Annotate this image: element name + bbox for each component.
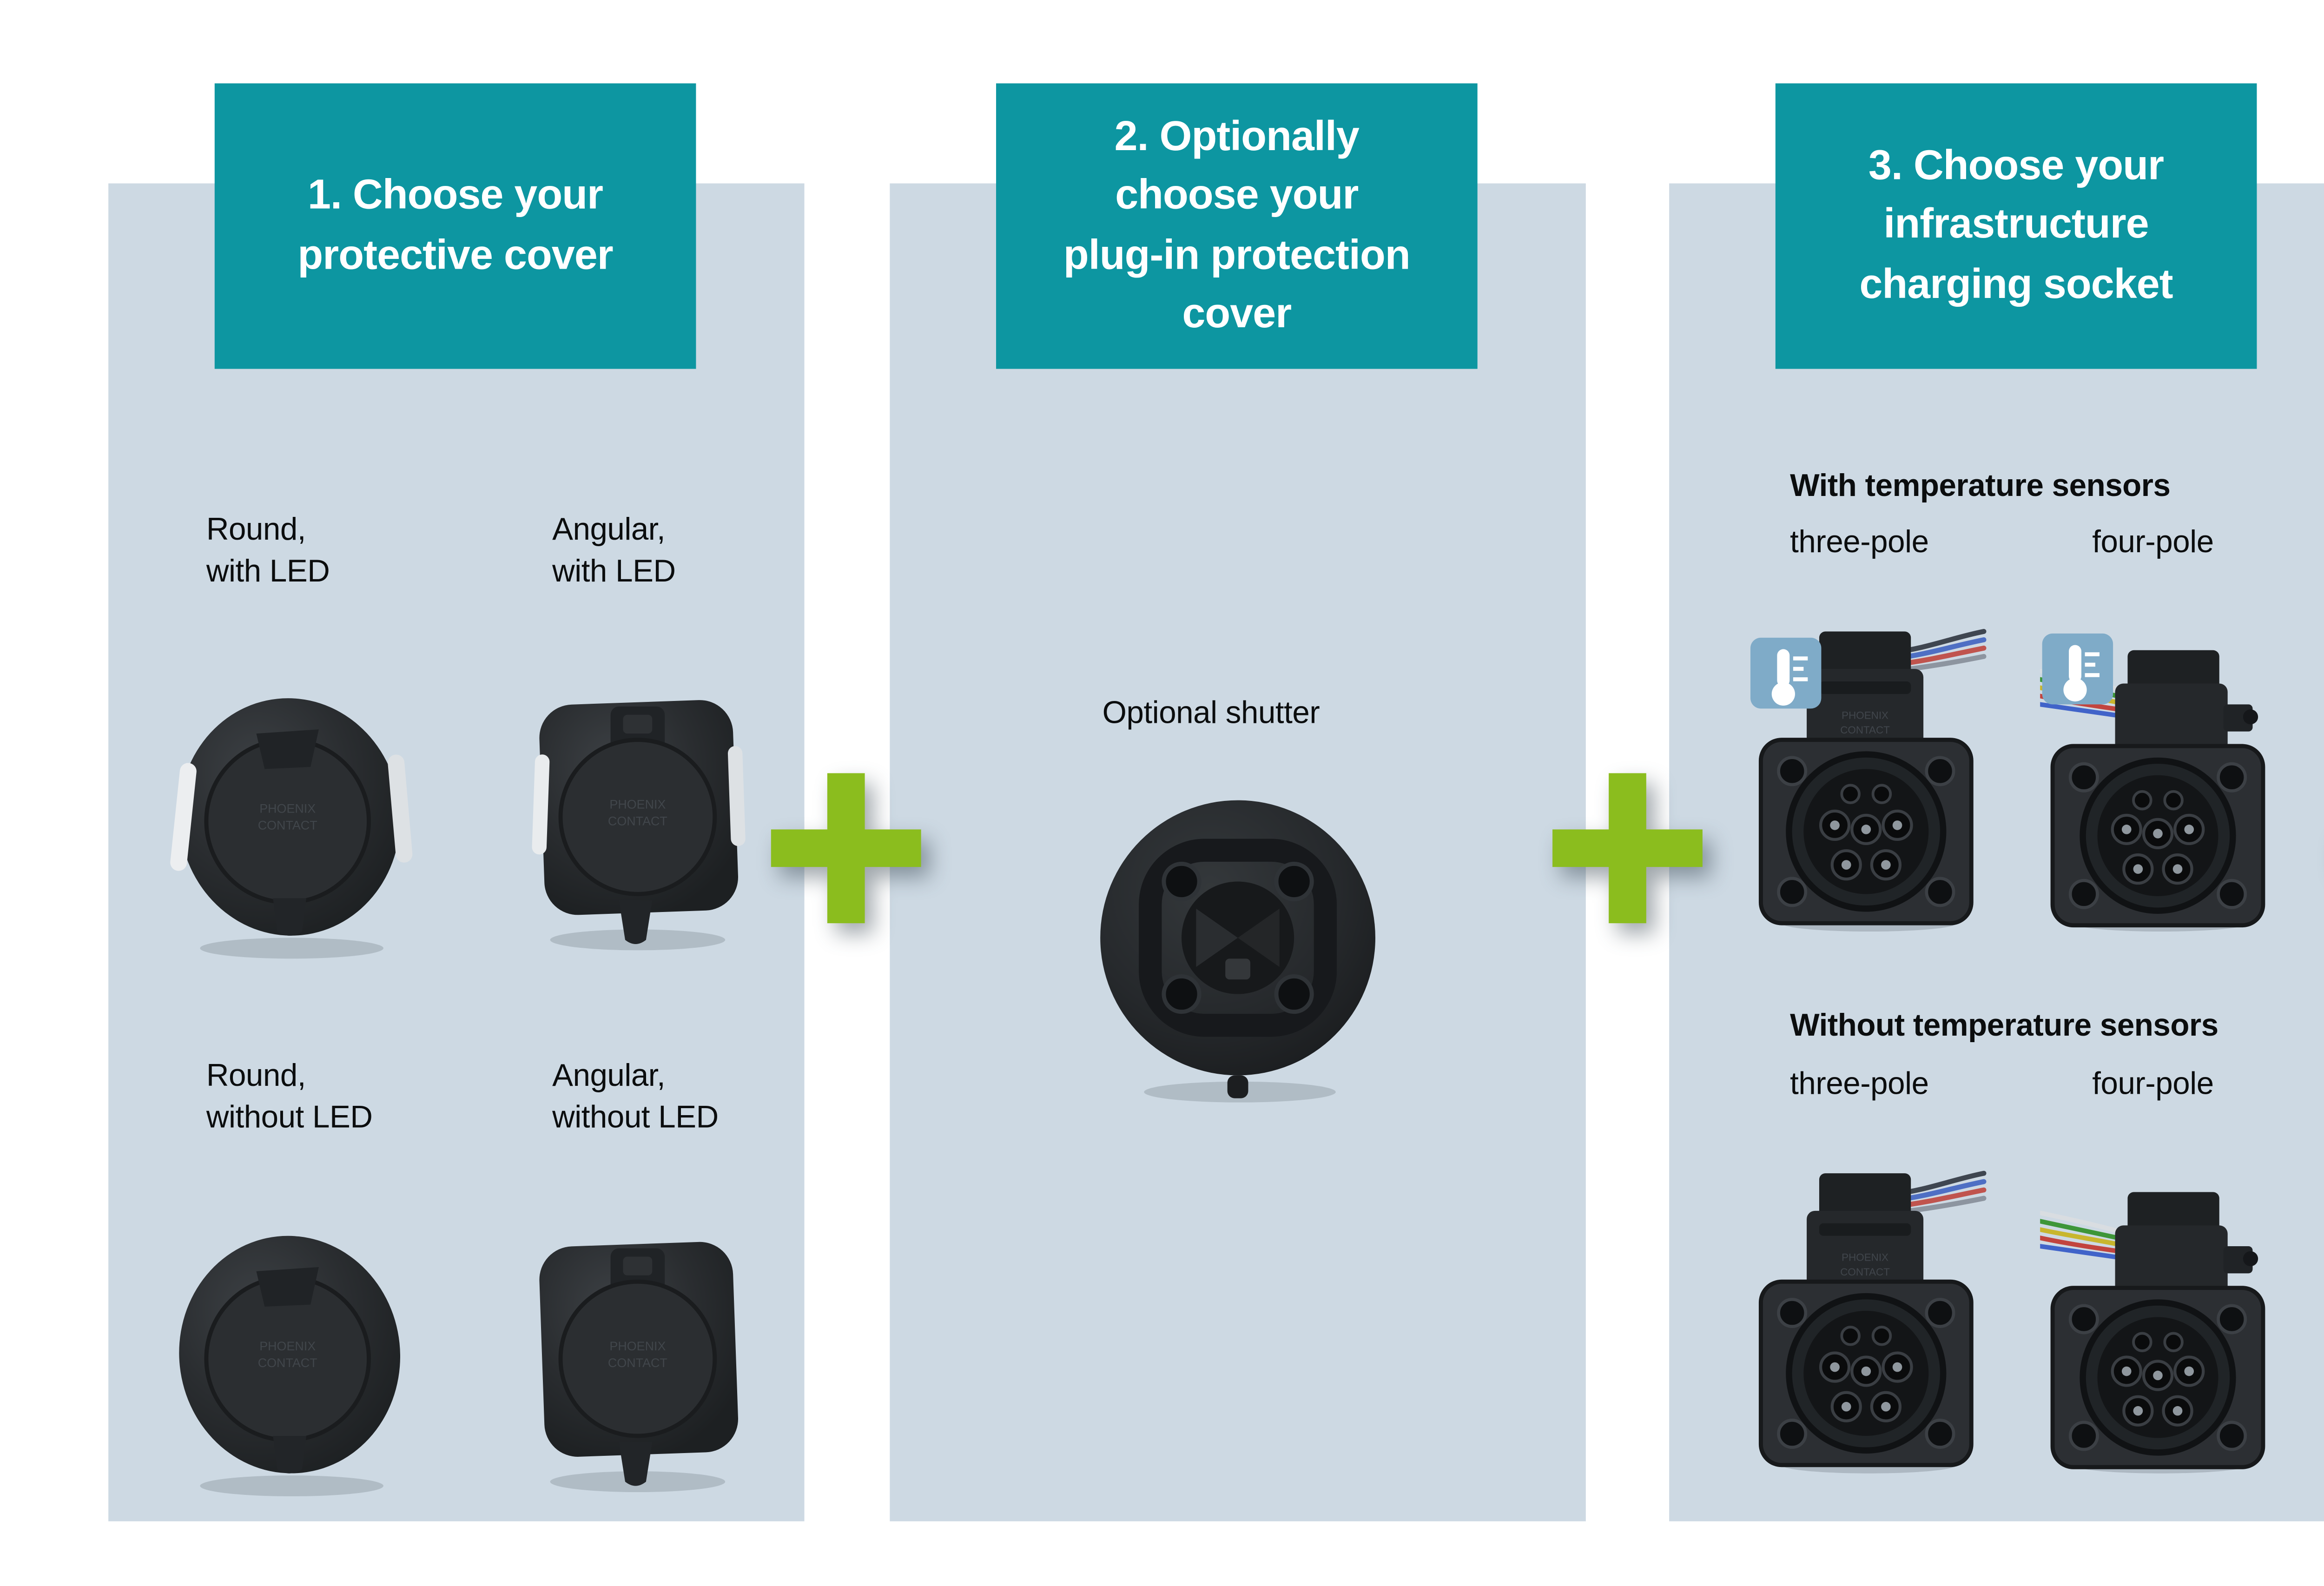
- product-logo-line1: PHOENIX: [609, 798, 666, 812]
- product-logo-line1: PHOENIX: [1842, 710, 1888, 721]
- step-header-2: 2. Optionally choose your plug-in protec…: [996, 83, 1478, 369]
- product-logo-line2: CONTACT: [608, 814, 667, 828]
- option-label-four-pole: four-pole: [2092, 1067, 2214, 1103]
- round-cover-with-led-image: PHOENIX CONTACT: [163, 680, 423, 961]
- product-logo-line2: CONTACT: [258, 1356, 317, 1370]
- plus-icon: [1544, 765, 1711, 932]
- angular-cover-with-led-image: PHOENIX CONTACT: [510, 675, 765, 951]
- product-logo-line2: CONTACT: [1840, 724, 1890, 736]
- charging-socket-three-pole-with-sensor-image: PHOENIX CONTACT: [1749, 611, 1988, 934]
- option-label-angular-with-led: Angular, with LED: [552, 512, 676, 590]
- section-title-with-sensors: With temperature sensors: [1790, 469, 2171, 504]
- thermometer-icon: [2042, 633, 2113, 705]
- charging-socket-four-pole-with-sensor-image: [2040, 617, 2280, 933]
- step-title: 1. Choose your protective cover: [297, 173, 613, 278]
- option-label-optional-shutter: Optional shutter: [1102, 696, 1320, 732]
- step-panel-2: 2. Optionally choose your plug-in protec…: [890, 83, 1586, 1521]
- product-logo-line2: CONTACT: [258, 818, 317, 832]
- option-label-four-pole: four-pole: [2092, 525, 2214, 561]
- round-cover-without-led-image: PHOENIX CONTACT: [163, 1217, 423, 1498]
- plus-icon: [763, 765, 930, 932]
- product-logo-line1: PHOENIX: [259, 1339, 316, 1353]
- option-label-three-pole: three-pole: [1790, 1067, 1929, 1103]
- angular-cover-without-led-image: PHOENIX CONTACT: [510, 1217, 765, 1493]
- product-logo-line1: PHOENIX: [609, 1339, 666, 1353]
- option-label-three-pole: three-pole: [1790, 525, 1929, 561]
- product-logo-line1: PHOENIX: [1842, 1251, 1888, 1263]
- step-title: 2. Optionally choose your plug-in protec…: [1063, 113, 1411, 338]
- thermometer-icon: [1750, 637, 1822, 709]
- step-panel-1: 1. Choose your protective cover Round, w…: [108, 83, 805, 1521]
- product-logo-line2: CONTACT: [1840, 1266, 1890, 1278]
- shutter-image: [1088, 788, 1390, 1104]
- step-header-1: 1. Choose your protective cover: [214, 83, 696, 369]
- product-logo-line1: PHOENIX: [259, 801, 316, 815]
- charging-socket-three-pole-image: PHOENIX CONTACT: [1749, 1152, 1988, 1475]
- step-panel-3: 3. Choose your infrastructure charging s…: [1669, 83, 2324, 1521]
- option-label-angular-without-led: Angular, without LED: [552, 1058, 719, 1136]
- product-logo-line2: CONTACT: [608, 1356, 667, 1370]
- option-label-round-with-led: Round, with LED: [206, 512, 330, 590]
- step-title: 3. Choose your infrastructure charging s…: [1859, 143, 2173, 308]
- option-label-round-without-led: Round, without LED: [206, 1058, 373, 1136]
- charging-socket-four-pole-image: [2040, 1159, 2280, 1475]
- step-header-3: 3. Choose your infrastructure charging s…: [1775, 83, 2257, 369]
- section-title-without-sensors: Without temperature sensors: [1790, 1008, 2218, 1044]
